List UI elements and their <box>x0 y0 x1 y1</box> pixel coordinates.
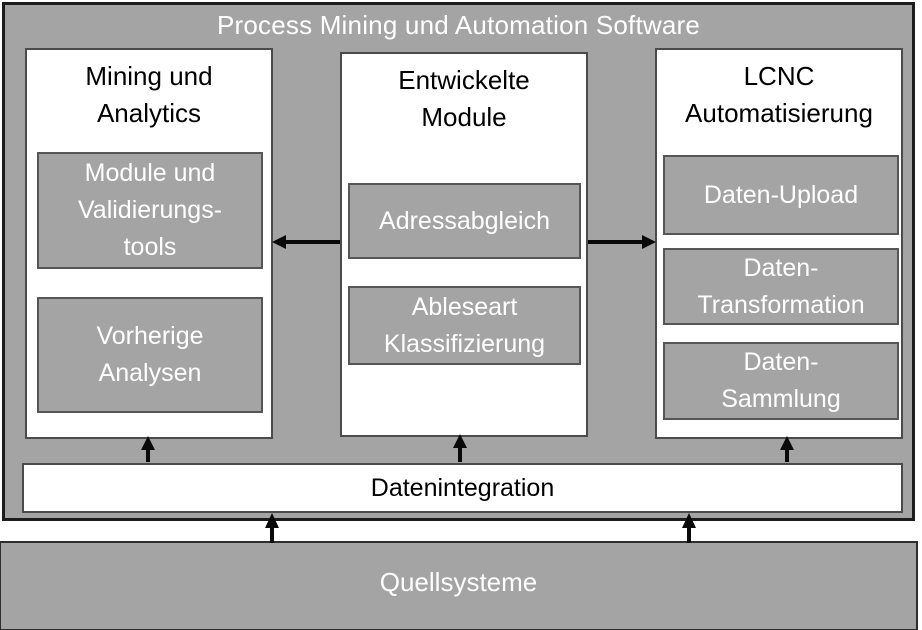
box-adressabgleich: Adressabgleich <box>348 183 581 259</box>
box-daten-transformation: Daten- Transformation <box>663 248 899 325</box>
column-header-entwickelte-module: Entwickelte Module <box>398 65 530 132</box>
box-vorherige-analysen: Vorherige Analysen <box>37 297 263 413</box>
process-mining-software-container: Process Mining und Automation Software M… <box>2 2 915 521</box>
box-daten-sammlung: Daten- Sammlung <box>663 342 899 420</box>
box-module-validierungstools: Module und Validierungs- tools <box>37 152 263 269</box>
box-ableseart-klassifizierung: Ableseart Klassifizierung <box>348 286 581 365</box>
box-daten-upload: Daten-Upload <box>663 155 899 235</box>
column-header-lcnc-automatisierung: LCNC Automatisierung <box>685 61 873 128</box>
quellsysteme-label: Quellsysteme <box>379 566 538 597</box>
column-mining-analytics: Mining und Analytics Module und Validier… <box>25 48 273 439</box>
column-lcnc-automatisierung: LCNC Automatisierung Daten-Upload Daten-… <box>655 48 903 439</box>
box-quellsysteme: Quellsysteme <box>0 541 918 630</box>
box-datenintegration: Datenintegration <box>22 463 903 513</box>
column-header-mining-analytics: Mining und Analytics <box>85 61 213 128</box>
diagram-title: Process Mining und Automation Software <box>216 10 701 40</box>
column-entwickelte-module: Entwickelte Module Adressabgleich Ablese… <box>340 52 588 437</box>
